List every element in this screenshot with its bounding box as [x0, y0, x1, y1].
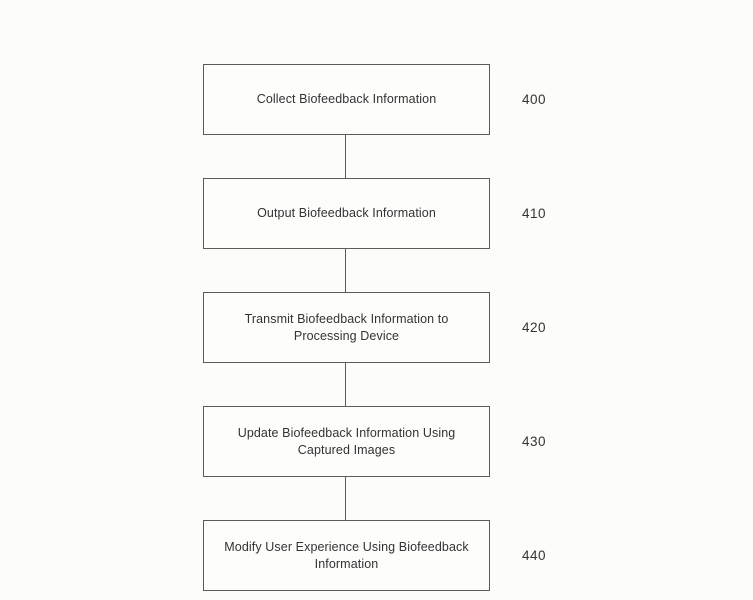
connector-line: [345, 477, 346, 520]
flow-step-box: Transmit Biofeedback Information to Proc…: [203, 292, 490, 363]
flow-step-label: Modify User Experience Using Biofeedback…: [224, 539, 469, 571]
flow-step-box: Collect Biofeedback Information: [203, 64, 490, 135]
flow-step-box: Update Biofeedback Information Using Cap…: [203, 406, 490, 477]
connector-line: [345, 249, 346, 292]
flow-step-box: Output Biofeedback Information: [203, 178, 490, 249]
flow-step-label: Collect Biofeedback Information: [256, 92, 437, 107]
flow-step-label: Update Biofeedback Information Using Cap…: [237, 425, 456, 457]
step-ref-number: 400: [521, 92, 547, 107]
connector-line: [345, 135, 346, 178]
flow-step-label: Output Biofeedback Information: [257, 206, 436, 221]
flow-step-label: Transmit Biofeedback Information to Proc…: [244, 311, 449, 343]
step-ref-number: 440: [521, 548, 547, 563]
flow-step-box: Modify User Experience Using Biofeedback…: [203, 520, 490, 591]
step-ref-number: 410: [521, 206, 547, 221]
step-ref-number: 420: [521, 320, 547, 335]
step-ref-number: 430: [521, 434, 547, 449]
connector-line: [345, 363, 346, 406]
